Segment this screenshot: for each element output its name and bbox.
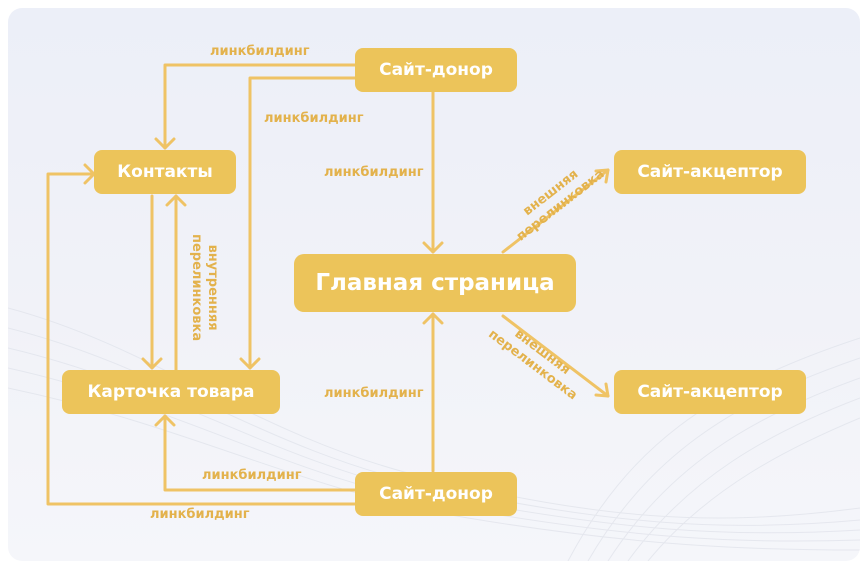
label-linkbuilding: линкбилдинг xyxy=(150,507,250,522)
node-product-card: Карточка товара xyxy=(62,370,280,414)
arrowhead xyxy=(154,414,176,427)
arrowhead xyxy=(422,312,444,325)
node-contacts: Контакты xyxy=(94,150,236,194)
label-linkbuilding: линкбилдинг xyxy=(202,468,302,483)
edge-donor-bottom-to-contacts xyxy=(46,172,357,506)
edge-main-to-acceptor-bottom xyxy=(501,314,610,398)
edge-donor-top-to-contacts xyxy=(163,63,357,150)
arrowhead xyxy=(141,357,163,370)
arrowhead xyxy=(594,382,610,398)
node-acceptor-bottom: Сайт-акцептор xyxy=(614,370,806,414)
label-line: перелинковка xyxy=(189,234,204,342)
arrowhead xyxy=(422,241,444,254)
arrowhead xyxy=(239,357,261,370)
label-linkbuilding: линкбилдинг xyxy=(324,386,424,401)
edge-main-to-acceptor-top xyxy=(501,168,610,254)
label-internal-linking: внутренняя перелинковка xyxy=(188,234,220,341)
node-acceptor-top: Сайт-акцептор xyxy=(614,150,806,194)
connector-layer xyxy=(46,63,610,506)
label-linkbuilding: линкбилдинг xyxy=(264,111,364,126)
arrowhead xyxy=(165,194,187,207)
label-linkbuilding: линкбилдинг xyxy=(210,44,310,59)
node-donor-bottom: Сайт-донор xyxy=(355,472,517,516)
node-main-page: Главная страница xyxy=(294,254,576,312)
diagram-canvas: Сайт-донор Контакты Сайт-акцептор Главна… xyxy=(8,8,860,561)
node-donor-top: Сайт-донор xyxy=(355,48,517,92)
edge-donor-top-to-product xyxy=(248,76,357,370)
label-linkbuilding: линкбилдинг xyxy=(324,165,424,180)
arrowhead xyxy=(154,137,176,150)
edge-donor-bottom-to-product xyxy=(163,414,357,492)
label-line: внутренняя xyxy=(205,244,220,331)
arrowhead xyxy=(594,168,610,184)
